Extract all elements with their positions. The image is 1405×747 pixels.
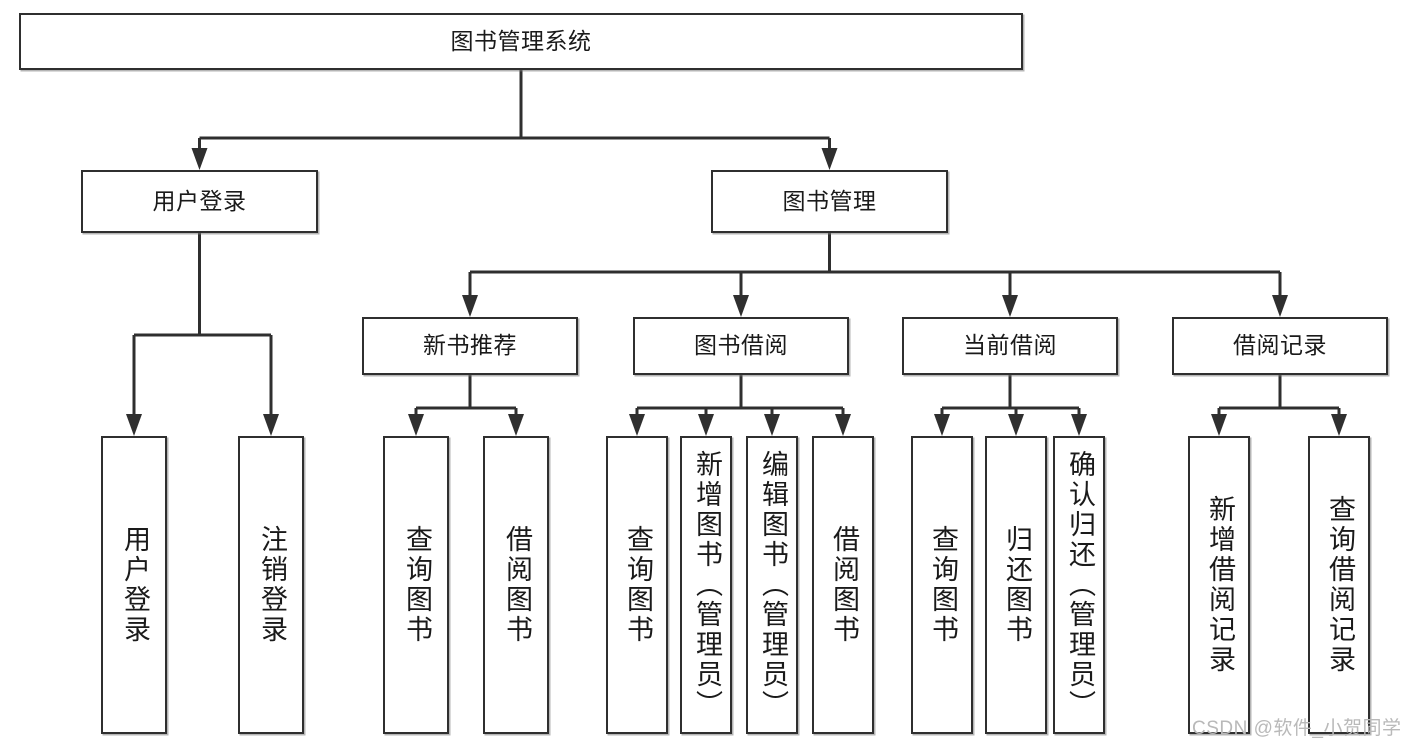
connector-arrowhead [698, 414, 714, 436]
node-label: 注销登录 [256, 525, 287, 645]
node-label: 新增图书（管理员） [691, 450, 722, 720]
connector-arrowhead [629, 414, 645, 436]
connector-arrowhead [1211, 414, 1227, 436]
node-label: 图书管理系统 [450, 27, 592, 54]
node-label: 用户登录 [152, 187, 247, 214]
connector-arrowhead [1002, 295, 1018, 317]
connector-arrowhead [934, 414, 950, 436]
node-label: 借阅图书 [828, 525, 859, 645]
node-label: 图书借阅 [694, 332, 788, 359]
node-b_lend[interactable]: 借阅图书 [812, 436, 874, 734]
connector-arrowhead [508, 414, 524, 436]
connector-arrowhead [821, 148, 838, 170]
node-current[interactable]: 当前借阅 [902, 317, 1118, 375]
node-n_borrow[interactable]: 借阅图书 [483, 436, 549, 734]
node-label: 查询图书 [927, 525, 958, 645]
node-label: 图书管理 [782, 187, 877, 214]
node-label: 查询借阅记录 [1324, 495, 1355, 675]
node-c_return[interactable]: 归还图书 [985, 436, 1047, 734]
node-label: 借阅图书 [501, 525, 532, 645]
node-label: 当前借阅 [963, 332, 1057, 359]
connector-arrowhead [191, 148, 208, 170]
node-label: 新书推荐 [423, 332, 517, 359]
connector-arrowhead [835, 414, 851, 436]
node-r_add[interactable]: 新增借阅记录 [1188, 436, 1250, 734]
node-label: 查询图书 [622, 525, 653, 645]
node-record[interactable]: 借阅记录 [1172, 317, 1388, 375]
node-c_confirm[interactable]: 确认归还（管理员） [1053, 436, 1105, 734]
node-newbook[interactable]: 新书推荐 [362, 317, 578, 375]
node-l_login[interactable]: 用户登录 [101, 436, 167, 734]
connector-arrowhead [126, 414, 142, 436]
node-root[interactable]: 图书管理系统 [19, 13, 1023, 70]
node-b_query[interactable]: 查询图书 [606, 436, 668, 734]
node-b_edit[interactable]: 编辑图书（管理员） [746, 436, 798, 734]
node-c_query[interactable]: 查询图书 [911, 436, 973, 734]
connector-arrowhead [1071, 414, 1087, 436]
connector-arrowhead [408, 414, 424, 436]
node-n_query[interactable]: 查询图书 [383, 436, 449, 734]
connector-arrowhead [263, 414, 279, 436]
node-label: 新增借阅记录 [1204, 495, 1235, 675]
connector-arrowhead [733, 295, 749, 317]
node-r_query[interactable]: 查询借阅记录 [1308, 436, 1370, 734]
node-borrow[interactable]: 图书借阅 [633, 317, 849, 375]
node-label: 用户登录 [119, 525, 150, 645]
connector-arrowhead [1272, 295, 1288, 317]
connector-arrowhead [1008, 414, 1024, 436]
node-label: 借阅记录 [1233, 332, 1327, 359]
node-label: 归还图书 [1001, 525, 1032, 645]
node-label: 查询图书 [401, 525, 432, 645]
connector-arrowhead [764, 414, 780, 436]
node-b_add[interactable]: 新增图书（管理员） [680, 436, 732, 734]
node-label: 确认归还（管理员） [1064, 450, 1095, 720]
connector-arrowhead [1331, 414, 1347, 436]
connector-arrowhead [462, 295, 478, 317]
node-login[interactable]: 用户登录 [81, 170, 318, 233]
node-l_logout[interactable]: 注销登录 [238, 436, 304, 734]
node-bookmgmt[interactable]: 图书管理 [711, 170, 948, 233]
node-label: 编辑图书（管理员） [757, 450, 788, 720]
